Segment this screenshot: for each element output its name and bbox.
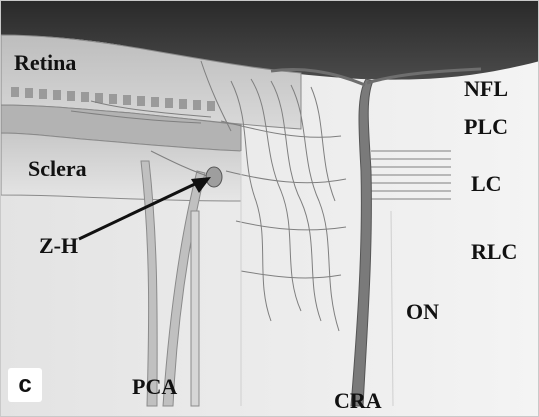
label-cra: CRA	[334, 390, 382, 412]
label-retina: Retina	[14, 52, 76, 74]
lamina-cribrosa-band	[371, 151, 451, 199]
label-zh: Z-H	[39, 235, 78, 257]
label-nfl: NFL	[464, 78, 508, 100]
zinn-haller-node	[206, 167, 222, 187]
panel-letter-badge: c	[8, 368, 42, 402]
label-on: ON	[406, 301, 439, 323]
label-sclera: Sclera	[28, 158, 87, 180]
label-plc: PLC	[464, 116, 508, 138]
label-lc: LC	[471, 173, 502, 195]
label-pca: PCA	[132, 376, 177, 398]
label-rlc: RLC	[471, 241, 517, 263]
